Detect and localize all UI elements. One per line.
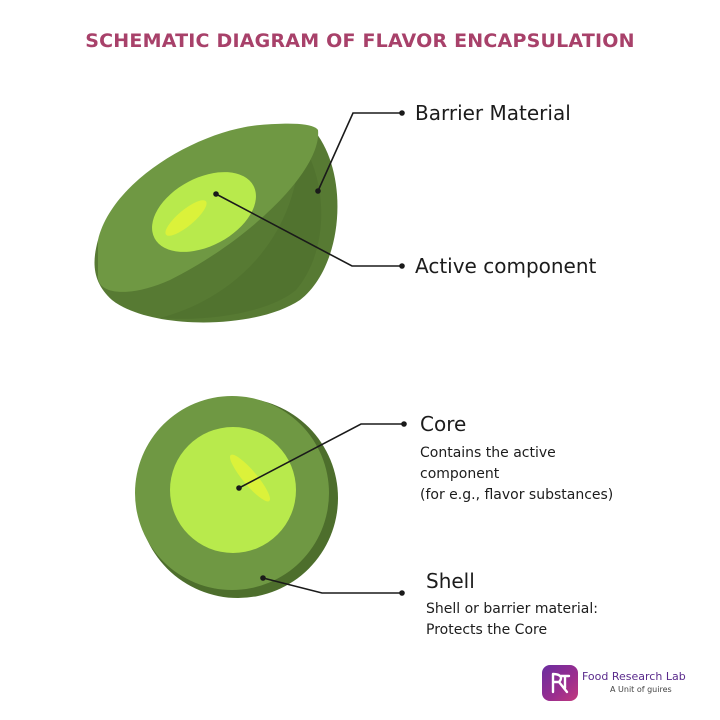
logo-text: Food Research Lab A Unit of guires: [582, 670, 686, 696]
dot-core-source: [236, 485, 242, 491]
sphere-capsule: [135, 396, 338, 598]
shell-desc-line: Protects the Core: [426, 622, 548, 638]
label-barrier-material: Barrier Material: [415, 101, 571, 125]
hemisphere-core-highlight: [165, 200, 207, 236]
sphere-core: [170, 427, 296, 553]
dot-active-end: [399, 263, 405, 269]
dot-shell-end: [399, 590, 405, 596]
dot-barrier-source: [315, 188, 321, 194]
label-core: Core: [420, 412, 467, 436]
page-title: SCHEMATIC DIAGRAM OF FLAVOR ENCAPSULATIO…: [85, 30, 635, 52]
brand-logo: Food Research Lab A Unit of guires: [542, 663, 714, 703]
logo-subtitle: A Unit of guires: [610, 685, 672, 694]
logo-mark-icon: [542, 665, 578, 701]
core-desc-line: Contains the active: [420, 445, 556, 461]
leader-lines: [215, 112, 404, 594]
core-description: Contains the active component (for e.g.,…: [420, 443, 613, 506]
core-desc-line: (for e.g., flavor substances): [420, 487, 614, 503]
leader-dots: [213, 110, 407, 596]
core-desc-line: component: [420, 466, 500, 482]
dot-shell-source: [260, 575, 266, 581]
shell-description: Shell or barrier material: Protects the …: [426, 599, 598, 641]
shell-desc-line: Shell or barrier material:: [426, 601, 598, 617]
leader-shell: [262, 577, 402, 594]
leader-active-component: [215, 193, 402, 267]
hemisphere-shell-shade: [160, 140, 322, 319]
label-active-component: Active component: [415, 254, 597, 278]
dot-core-end: [401, 421, 407, 427]
dot-active-source: [213, 191, 219, 197]
sphere-core-highlight: [229, 454, 271, 502]
label-shell: Shell: [426, 569, 475, 593]
logo-name: Food Research Lab: [582, 670, 686, 683]
dot-barrier-end: [399, 110, 405, 116]
logo-glyph-icon: [551, 672, 571, 694]
leader-core: [238, 423, 404, 489]
hemisphere-capsule: [94, 123, 338, 323]
leader-barrier-material: [317, 112, 402, 192]
